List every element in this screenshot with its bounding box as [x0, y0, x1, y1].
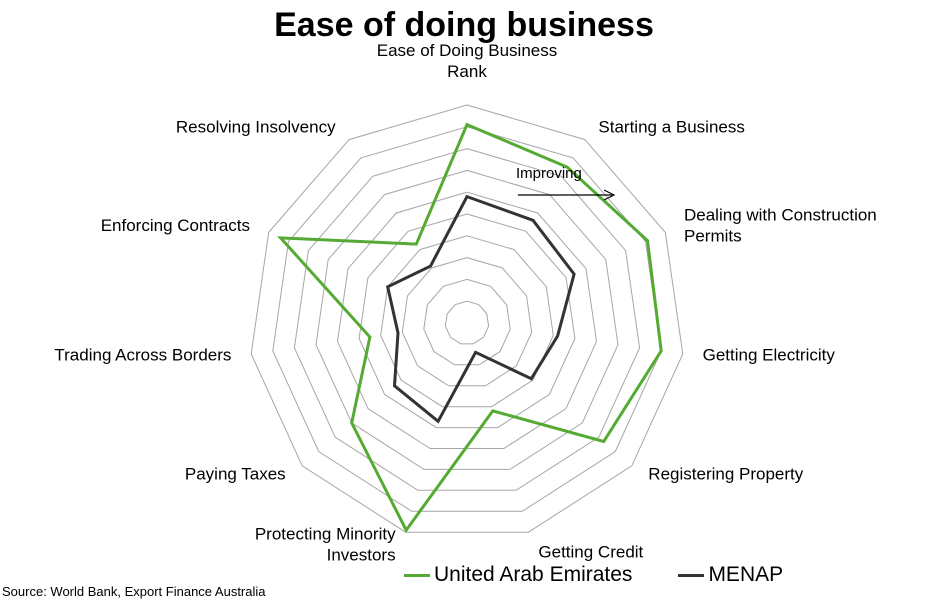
- grid-ring: [401, 257, 533, 387]
- series-line-menap: [385, 194, 576, 424]
- grid-ring: [293, 148, 641, 491]
- category-label: Starting a Business: [598, 117, 744, 136]
- legend-item-uae: United Arab Emirates: [404, 563, 632, 587]
- improving-annotation: Improving: [516, 165, 616, 201]
- grid-ring: [358, 213, 576, 429]
- radar-grid: [250, 104, 684, 533]
- category-label: Getting Electricity: [703, 346, 836, 365]
- grid-ring: [250, 104, 684, 533]
- category-label: Resolving Insolvency: [176, 117, 336, 136]
- grid-ring: [336, 191, 598, 449]
- grid-ring: [315, 169, 619, 470]
- category-label: Trading Across Borders: [54, 346, 231, 365]
- grid-ring: [380, 235, 554, 408]
- improving-label: Improving: [516, 165, 582, 182]
- series-line-uae: [277, 122, 663, 533]
- legend-label-uae: United Arab Emirates: [434, 563, 633, 586]
- category-label: Enforcing Contracts: [101, 216, 250, 235]
- improving-arrowhead: [603, 189, 616, 201]
- legend-swatch-uae: [404, 573, 430, 577]
- legend-label-menap: MENAP: [708, 563, 784, 586]
- legend-swatch-menap: [678, 573, 705, 577]
- grid-ring: [423, 278, 511, 366]
- category-label: Paying Taxes: [185, 464, 286, 483]
- category-label: Registering Property: [648, 464, 803, 483]
- category-label: Getting Credit: [538, 543, 643, 562]
- source-note: Source: World Bank, Export Finance Austr…: [2, 584, 266, 599]
- radar-series: [277, 122, 663, 533]
- legend-item-menap: MENAP: [678, 563, 783, 587]
- legend: United Arab Emirates MENAP: [404, 563, 829, 587]
- chart-title: Ease of doing business: [274, 6, 654, 44]
- grid-ring: [444, 300, 490, 345]
- grid-ring: [272, 126, 662, 512]
